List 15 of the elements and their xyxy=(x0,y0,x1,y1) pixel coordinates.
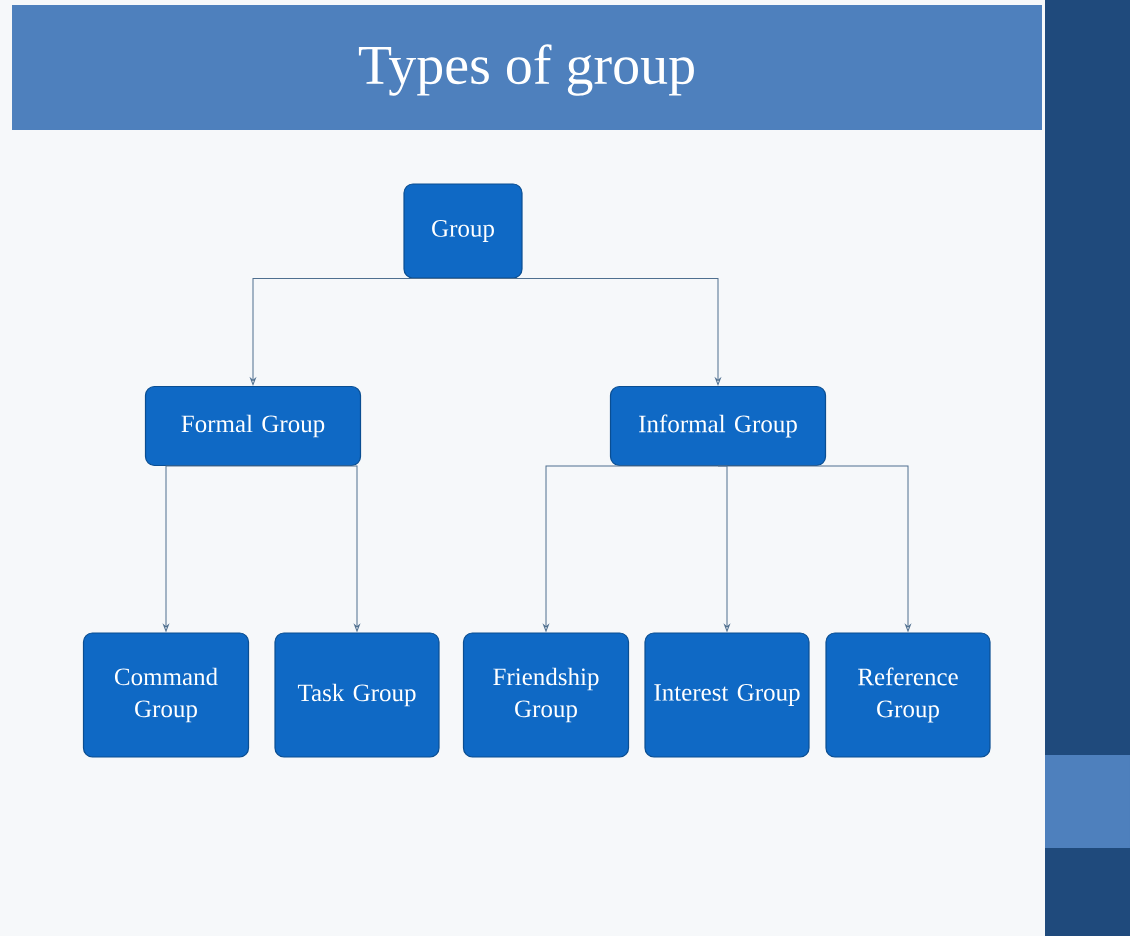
connector-arrow xyxy=(462,278,721,385)
connector-arrow xyxy=(163,465,254,632)
group-box: Friendship Group xyxy=(462,632,630,758)
group-box: Informal Group xyxy=(609,385,827,467)
connector-arrow xyxy=(717,465,911,632)
connector-arrow xyxy=(543,465,719,632)
connector-arrow xyxy=(252,465,360,632)
connector-arrow xyxy=(250,278,464,385)
group-box: Formal Group xyxy=(144,385,362,467)
group-box: Reference Group xyxy=(825,632,991,758)
group-box: Command Group xyxy=(82,632,250,758)
title-bar: Types of group xyxy=(12,5,1042,130)
group-box: Interest Group xyxy=(644,632,810,758)
group-box: Group xyxy=(403,183,523,279)
group-box: Task Group xyxy=(274,632,440,758)
